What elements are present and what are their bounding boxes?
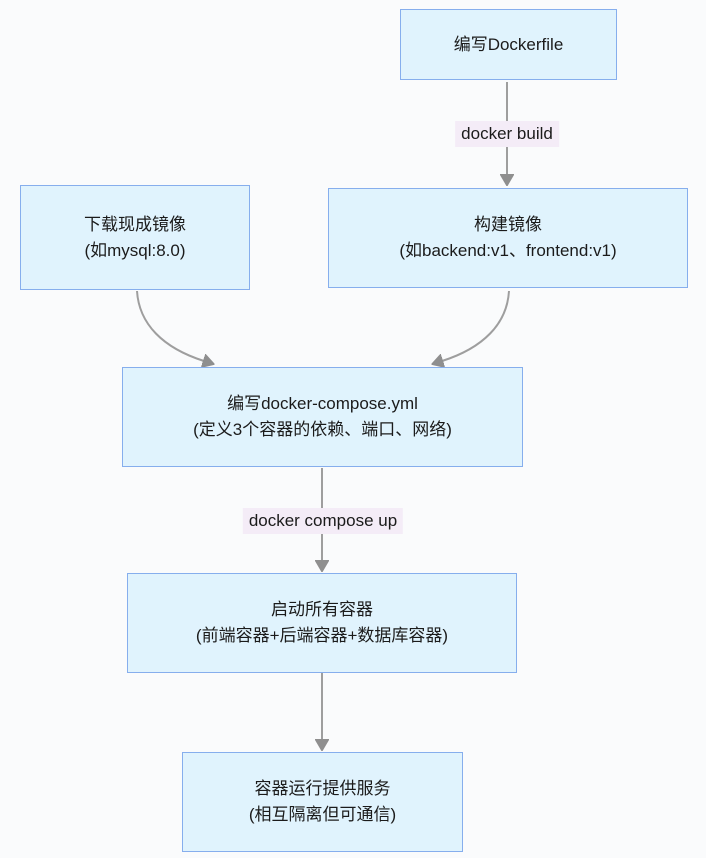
node-subtitle: (定义3个容器的依赖、端口、网络)	[193, 420, 452, 439]
node-download-ready-image: 下载现成镜像 (如mysql:8.0)	[20, 185, 250, 290]
node-title: 容器运行提供服务	[254, 779, 391, 798]
node-title: 下载现成镜像	[84, 214, 186, 234]
node-write-docker-compose: 编写docker-compose.yml (定义3个容器的依赖、端口、网络)	[122, 367, 523, 467]
arrow-build-image-to-compose	[442, 290, 510, 361]
node-title: 编写Dockerfile	[453, 34, 564, 54]
node-subtitle: (前端容器+后端容器+数据库容器)	[195, 626, 449, 645]
arrow-download-image-to-compose	[136, 290, 204, 361]
node-build-image: 构建镜像 (如backend:v1、frontend:v1)	[328, 188, 688, 288]
edge-label-docker-compose-up: docker compose up	[242, 508, 404, 534]
node-title: 构建镜像	[474, 215, 542, 234]
node-containers-serving: 容器运行提供服务 (相互隔离但可通信)	[182, 752, 463, 852]
node-start-all-containers: 启动所有容器 (前端容器+后端容器+数据库容器)	[127, 573, 517, 673]
node-subtitle: (如mysql:8.0)	[84, 240, 186, 260]
edge-label-docker-build: docker build	[455, 121, 559, 147]
node-subtitle: (相互隔离但可通信)	[248, 805, 397, 824]
node-title: 启动所有容器	[271, 600, 373, 619]
node-title: 编写docker-compose.yml	[227, 394, 418, 413]
node-write-dockerfile: 编写Dockerfile	[400, 9, 617, 80]
node-subtitle: (如backend:v1、frontend:v1)	[399, 241, 617, 260]
